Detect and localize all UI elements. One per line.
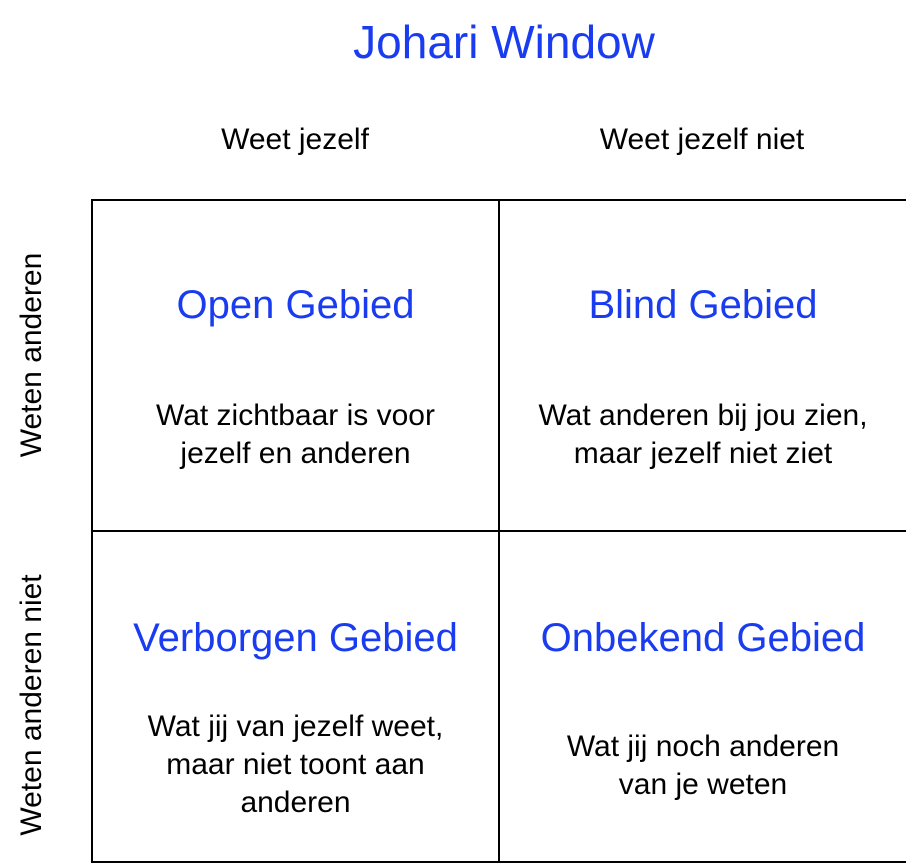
quadrant-description: Wat jij noch anderen van je weten bbox=[566, 730, 840, 801]
johari-grid: Open Gebied Wat zichtbaar is voor jezelf… bbox=[91, 199, 906, 863]
quadrant-title: Open Gebied bbox=[176, 283, 415, 327]
quadrant-title: Verborgen Gebied bbox=[133, 616, 458, 660]
quadrant-title: Blind Gebied bbox=[588, 283, 818, 327]
quadrant-title: Onbekend Gebied bbox=[540, 616, 866, 660]
quadrant-description: Wat jij van jezelf weet, maar niet toont… bbox=[147, 710, 444, 819]
quadrant-description: Wat zichtbaar is voor jezelf en anderen bbox=[156, 399, 435, 470]
quadrant-open: Open Gebied Wat zichtbaar is voor jezelf… bbox=[93, 201, 500, 532]
quadrant-onbekend: Onbekend Gebied Wat jij noch anderen van… bbox=[500, 532, 906, 863]
column-header-weet-jezelf: Weet jezelf bbox=[221, 123, 369, 156]
quadrant-verborgen: Verborgen Gebied Wat jij van jezelf weet… bbox=[93, 532, 500, 863]
diagram-title: Johari Window bbox=[353, 16, 655, 68]
row-header-weten-anderen-niet: Weten anderen niet bbox=[15, 574, 48, 836]
column-header-weet-jezelf-niet: Weet jezelf niet bbox=[599, 123, 805, 156]
quadrant-blind: Blind Gebied Wat anderen bij jou zien, m… bbox=[500, 201, 906, 532]
quadrant-description: Wat anderen bij jou zien, maar jezelf ni… bbox=[538, 399, 868, 470]
row-header-weten-anderen: Weten anderen bbox=[15, 252, 48, 458]
